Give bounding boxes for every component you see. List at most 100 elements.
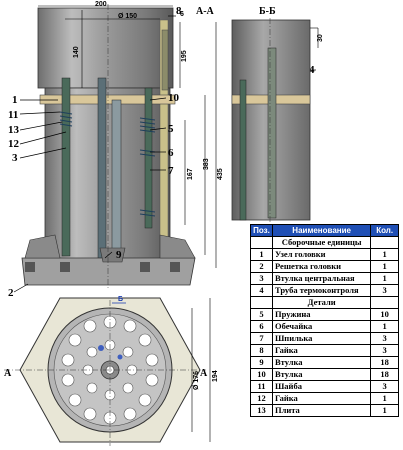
cell-pos: 9 — [250, 356, 273, 369]
cell-name: Втулка — [271, 356, 372, 369]
callout-leaders — [13, 15, 316, 293]
section-mark-bb: Б-Б — [259, 6, 276, 17]
callout-6: 6 — [168, 147, 174, 159]
cell-name: Узел головки — [271, 248, 372, 261]
dim-wall: 6 — [180, 11, 184, 18]
cell-qty: 3 — [370, 332, 399, 345]
cell-qty: 1 — [370, 392, 399, 405]
callout-13: 13 — [8, 124, 20, 136]
cell-name: Пружина — [271, 308, 372, 321]
cell-name: Гайка — [271, 344, 372, 357]
section-arrow-b: Б — [118, 296, 123, 303]
callout-7: 7 — [168, 165, 174, 177]
callout-5: 5 — [168, 123, 174, 135]
cell-pos: 10 — [250, 368, 273, 381]
cell-qty: 18 — [370, 368, 399, 381]
cell-pos: 11 — [250, 380, 273, 393]
callout-1: 1 — [12, 94, 18, 106]
dim-inner-diameter: Ø 150 — [118, 13, 137, 20]
cell-name: Шайба — [271, 380, 372, 393]
cell-name: Гайка — [271, 392, 372, 405]
header-pos: Поз. — [250, 224, 273, 237]
upper-shell — [37, 7, 174, 89]
cell-pos: 7 — [250, 332, 273, 345]
view-arrow-a-right: А — [200, 368, 208, 379]
cell-qty: 10 — [370, 308, 399, 321]
cell-pos: 2 — [250, 260, 273, 273]
dimension-lines — [38, 5, 217, 268]
cell-qty: 3 — [370, 284, 399, 297]
cell-qty: 3 — [370, 344, 399, 357]
cell-pos: 12 — [250, 392, 273, 405]
dim-height-383: 383 — [203, 158, 210, 170]
dim-total-height: 435 — [217, 168, 224, 180]
callout-9: 9 — [116, 249, 122, 261]
view-arrow-a-left: А — [4, 368, 12, 379]
dim-height-167: 167 — [187, 168, 194, 180]
cell-qty: 1 — [370, 260, 399, 273]
callout-12: 12 — [8, 138, 20, 150]
cell-name: Решетка головки — [271, 260, 372, 273]
table-header-row: Поз. Наименование Кол. — [250, 224, 399, 237]
tubes — [61, 77, 153, 259]
base — [21, 234, 196, 286]
cell-qty: 1 — [370, 404, 399, 417]
plan-view — [4, 297, 211, 446]
callout-3: 3 — [12, 152, 18, 164]
callout-11: 11 — [8, 109, 18, 121]
callout-8: 8 — [176, 5, 182, 17]
dim-bb-top: 30 — [317, 34, 324, 42]
grid-plate — [39, 94, 176, 105]
cell-pos: 6 — [250, 320, 273, 333]
cell-qty: 1 — [370, 320, 399, 333]
dim-overall-width: 200 — [95, 1, 107, 8]
group-row-parts: Детали — [250, 296, 399, 309]
group-parts-label: Детали — [271, 296, 372, 309]
cell-qty: 1 — [370, 272, 399, 285]
cell-name: Втулка — [271, 368, 372, 381]
cell-pos: 3 — [250, 272, 273, 285]
dim-plate-diameter: Ø 176 — [193, 371, 200, 390]
group-assembly-label: Сборочные единицы — [271, 236, 372, 249]
cell-pos: 13 — [250, 404, 273, 417]
dim-top-right: 195 — [181, 50, 188, 62]
cell-qty: 3 — [370, 380, 399, 393]
callout-2: 2 — [8, 287, 14, 299]
cell-name: Труба термоконтроля — [271, 284, 372, 297]
callout-4: 4 — [309, 64, 315, 76]
section-mark-aa: А-А — [196, 6, 215, 17]
dim-hex-size: 194 — [212, 370, 219, 382]
cell-pos: 5 — [250, 308, 273, 321]
callout-10: 10 — [168, 92, 180, 104]
header-name: Наименование — [271, 224, 372, 237]
main-section-view — [21, 4, 196, 290]
cell-qty: 1 — [370, 248, 399, 261]
springs — [59, 111, 156, 217]
cell-pos: 1 — [250, 248, 273, 261]
group-row-assembly: Сборочные единицы — [250, 236, 399, 249]
cell-name: Плита — [271, 404, 372, 417]
dim-top-height: 140 — [73, 46, 80, 58]
cell-qty: 18 — [370, 356, 399, 369]
section-bb-view — [231, 18, 319, 225]
cell-name: Шпилька — [271, 332, 372, 345]
specification-table: Поз. Наименование Кол. Сборочные единицы… — [250, 224, 399, 417]
cell-name: Обечайка — [271, 320, 372, 333]
cell-name: Втулка центральная — [271, 272, 372, 285]
cell-pos: 8 — [250, 344, 273, 357]
header-qty: Кол. — [370, 224, 399, 237]
